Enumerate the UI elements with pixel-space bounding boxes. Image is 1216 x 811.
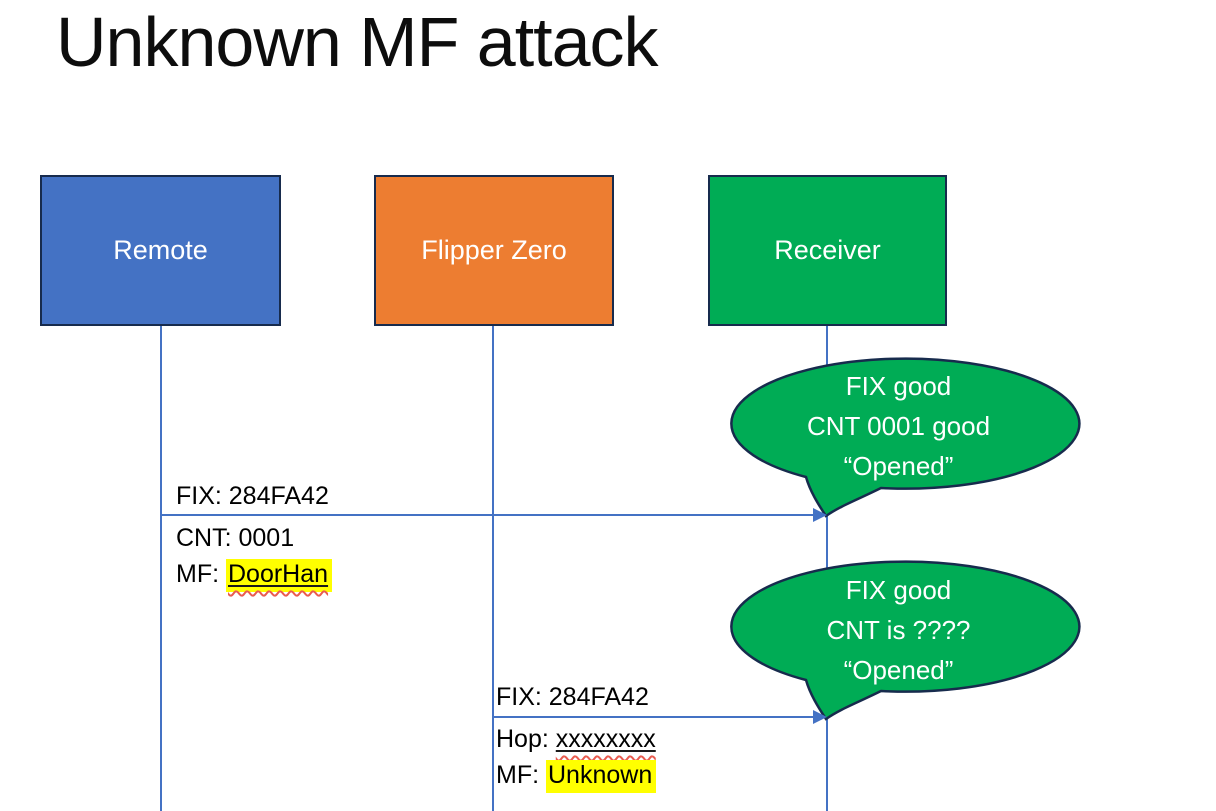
actor-label-flipper-zero: Flipper Zero bbox=[421, 235, 567, 265]
message-1-line-3: MF: DoorHan bbox=[176, 559, 333, 592]
message-arrow-1-head bbox=[813, 508, 827, 522]
actor-box-receiver: Receiver bbox=[708, 175, 947, 326]
message-1-line-2: CNT: 0001 bbox=[176, 524, 295, 552]
message-arrow-1-line bbox=[161, 514, 814, 516]
actor-box-remote: Remote bbox=[40, 175, 281, 326]
message-1-line-1: FIX: 284FA42 bbox=[176, 482, 329, 510]
lifeline-remote bbox=[160, 326, 162, 811]
message-2-line-3: MF: Unknown bbox=[496, 760, 657, 793]
message-arrow-2-line bbox=[492, 716, 814, 718]
callout-1-text: FIX good CNT 0001 good “Opened” bbox=[726, 366, 1071, 486]
callout-2-line-3: “Opened” bbox=[843, 655, 954, 685]
message-2-line-3-value: Unknown bbox=[546, 760, 657, 793]
callout-1-line-1: FIX good bbox=[845, 371, 952, 401]
callout-2-line-1: FIX good bbox=[845, 575, 952, 605]
callout-2-text: FIX good CNT is ???? “Opened” bbox=[726, 570, 1071, 690]
slide-title: Unknown MF attack bbox=[56, 3, 659, 81]
message-arrow-2-head bbox=[813, 710, 827, 724]
message-2-line-2-value: xxxxxxxx bbox=[555, 725, 656, 753]
message-2-line-3-prefix: MF: bbox=[496, 761, 546, 789]
callout-1-line-3: “Opened” bbox=[843, 451, 954, 481]
message-2-line-2-prefix: Hop: bbox=[496, 725, 556, 753]
message-1-line-3-highlight: DoorHan bbox=[226, 559, 333, 592]
message-1-line-3-value: DoorHan bbox=[228, 560, 329, 588]
message-2-line-2: Hop: xxxxxxxx bbox=[496, 725, 656, 754]
message-1-line-3-prefix: MF: bbox=[176, 560, 226, 588]
actor-label-receiver: Receiver bbox=[774, 235, 881, 265]
lifeline-flipper-zero bbox=[492, 326, 494, 811]
actor-label-remote: Remote bbox=[113, 235, 208, 265]
message-2-line-2-squiggle: xxxxxxxx bbox=[556, 725, 656, 753]
message-2-line-1: FIX: 284FA42 bbox=[496, 683, 649, 711]
callout-1-line-2: CNT 0001 good bbox=[806, 411, 991, 441]
callout-2-line-2: CNT is ???? bbox=[826, 615, 971, 645]
actor-box-flipper-zero: Flipper Zero bbox=[374, 175, 614, 326]
